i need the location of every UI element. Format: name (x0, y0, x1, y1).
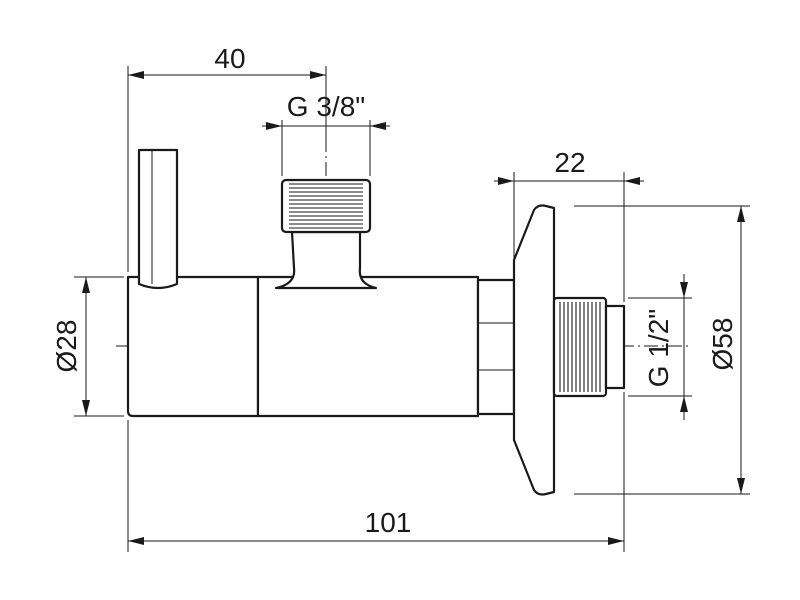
dimension-label-overall-height: 40 (214, 43, 245, 74)
dimension-top-thread: G 3/8" (262, 91, 390, 176)
dimension-body-diameter: Ø28 (51, 276, 124, 417)
dimension-label-body-diameter: Ø28 (51, 320, 82, 373)
dimension-label-overall-length: 101 (365, 507, 412, 538)
dimension-label-top-thread: G 3/8" (287, 91, 365, 122)
wall-flange (512, 204, 556, 496)
valve-body (126, 275, 516, 418)
dimension-flange-diameter: Ø58 (574, 205, 750, 495)
dimension-overall-length: 101 (127, 392, 625, 552)
handle-lever (137, 148, 179, 290)
side-thread-hatching (559, 302, 601, 392)
dimension-label-side-thread: G 1/2" (643, 309, 674, 387)
dimension-side-thread: G 1/2" (628, 274, 692, 420)
dimension-overall-height: 40 (127, 43, 327, 272)
dimension-label-flange-diameter: Ø58 (707, 318, 738, 371)
dimension-label-flange-depth: 22 (554, 147, 585, 178)
top-thread-hatching (289, 183, 363, 229)
side-outlet (552, 296, 626, 398)
dimension-flange-depth: 22 (494, 147, 644, 302)
top-outlet (274, 178, 378, 290)
